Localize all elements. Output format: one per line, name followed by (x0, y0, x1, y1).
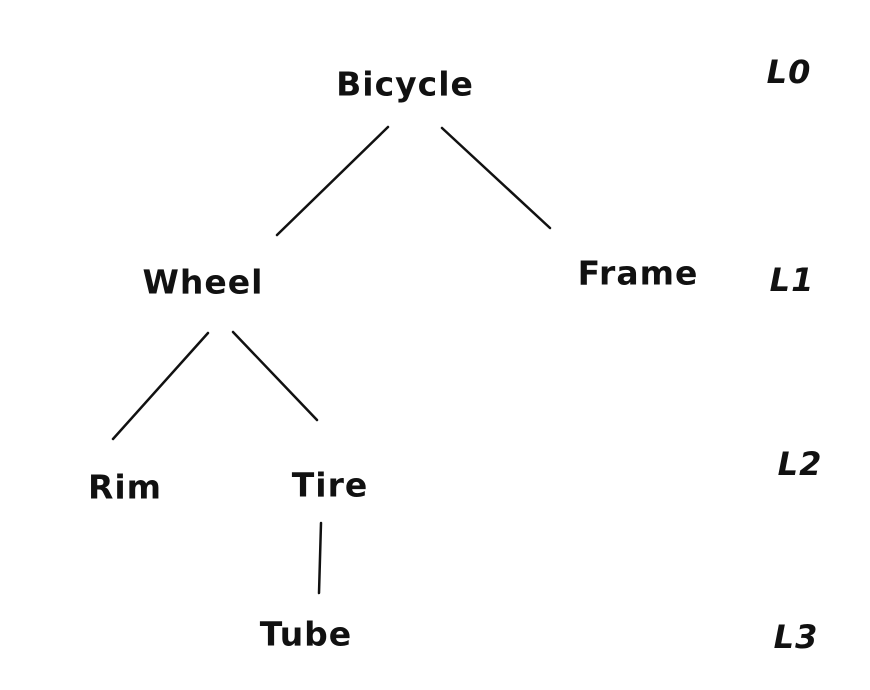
level-label-l3: L3 (773, 618, 819, 656)
node-tube: Tube (259, 614, 353, 654)
tree-edge-wheel-rim (111, 331, 210, 441)
node-frame: Frame (577, 253, 699, 293)
tree-edge-tire-tube (317, 521, 323, 595)
node-wheel: Wheel (142, 262, 264, 302)
tree-edge-bicycle-wheel (275, 125, 390, 237)
node-tire: Tire (291, 465, 369, 505)
node-rim: Rim (87, 467, 163, 507)
level-label-l2: L2 (777, 445, 823, 483)
tree-edge-wheel-tire (231, 330, 319, 422)
level-label-l0: L0 (766, 53, 812, 91)
node-bicycle: Bicycle (336, 64, 474, 104)
tree-edge-bicycle-frame (440, 126, 552, 230)
level-label-l1: L1 (769, 261, 815, 299)
